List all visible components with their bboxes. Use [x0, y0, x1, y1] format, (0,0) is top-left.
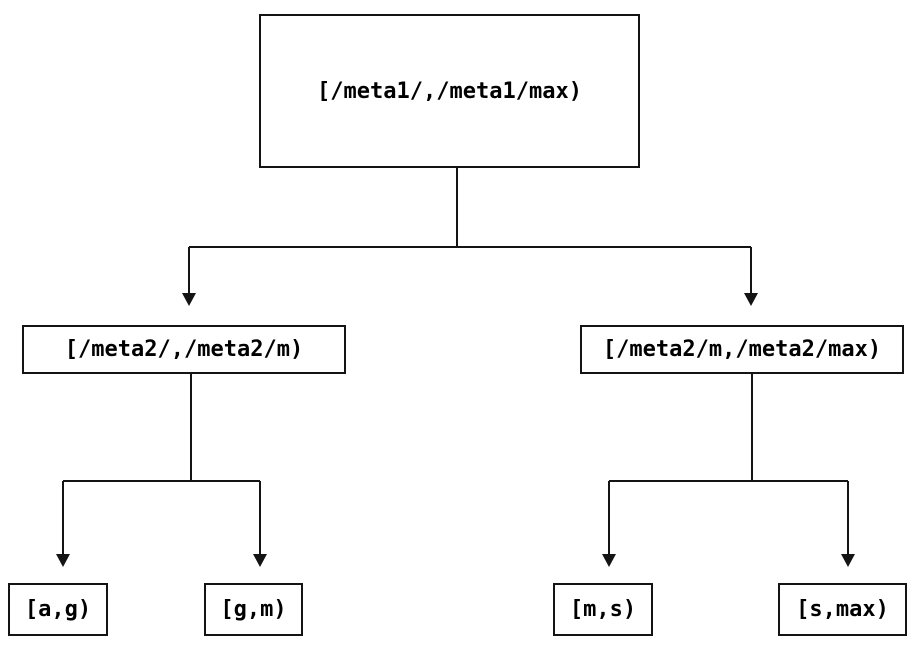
node-leaf-gm: [g,m) [204, 583, 303, 636]
arrowhead-down-icon [253, 554, 267, 567]
arrowhead-down-icon [744, 293, 758, 306]
node-meta2-upper-label: [/meta2/m,/meta2/max) [602, 337, 882, 362]
node-root-label: [/meta1/,/meta1/max) [317, 78, 582, 104]
node-leaf-smax: [s,max) [778, 583, 907, 636]
arrowhead-down-icon [182, 293, 196, 306]
node-leaf-smax-label: [s,max) [796, 597, 889, 622]
node-meta2-upper: [/meta2/m,/meta2/max) [580, 325, 904, 374]
node-leaf-ag: [a,g) [8, 583, 108, 636]
node-meta2-lower-label: [/meta2/,/meta2/m) [64, 337, 304, 362]
node-root: [/meta1/,/meta1/max) [259, 14, 640, 168]
node-leaf-ms-label: [m,s) [569, 597, 637, 622]
node-meta2-lower: [/meta2/,/meta2/m) [22, 325, 346, 374]
arrowhead-down-icon [56, 554, 70, 567]
node-leaf-ms: [m,s) [553, 583, 653, 636]
arrowhead-down-icon [602, 554, 616, 567]
arrowhead-down-icon [841, 554, 855, 567]
node-leaf-gm-label: [g,m) [220, 597, 287, 622]
node-leaf-ag-label: [a,g) [24, 597, 92, 622]
